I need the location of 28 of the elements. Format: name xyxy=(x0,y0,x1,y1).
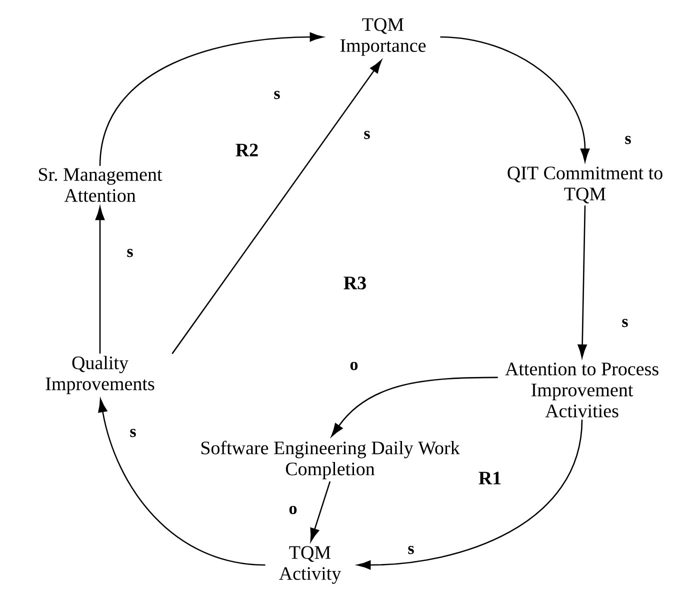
arrow xyxy=(95,206,105,354)
arrow xyxy=(98,398,266,566)
loop-label: R3 xyxy=(344,276,366,290)
polarity-label: s xyxy=(128,428,138,438)
polarity-label: s xyxy=(624,134,632,146)
polarity-label: o xyxy=(348,360,360,372)
variable-label: Attention to Process Improvement Activities xyxy=(505,362,658,418)
polarity-label: s xyxy=(272,90,282,100)
variable-label: TQM Activity xyxy=(279,546,342,584)
polarity-label: s xyxy=(406,544,416,556)
polarity-label: s xyxy=(126,248,134,258)
polarity-label: s xyxy=(620,318,630,328)
arrow xyxy=(440,36,590,162)
loop-label: R2 xyxy=(236,144,258,156)
arrow xyxy=(99,32,324,166)
variable-label: QIT Commitment to TQM xyxy=(508,166,662,204)
loop-label: R1 xyxy=(478,472,501,484)
arrow xyxy=(172,60,382,354)
variable-label: Sr. Management Attention xyxy=(39,168,162,202)
polarity-label: s xyxy=(362,130,372,140)
arrow xyxy=(578,206,587,358)
arrow xyxy=(357,420,583,570)
variable-label: TQM Importance xyxy=(340,18,426,56)
arrow xyxy=(310,481,331,542)
polarity-label: o xyxy=(288,504,298,516)
variable-label: Quality Improvements xyxy=(46,356,154,394)
arrow xyxy=(331,376,498,437)
variable-label: Software Engineering Daily Work Completion xyxy=(201,440,460,480)
